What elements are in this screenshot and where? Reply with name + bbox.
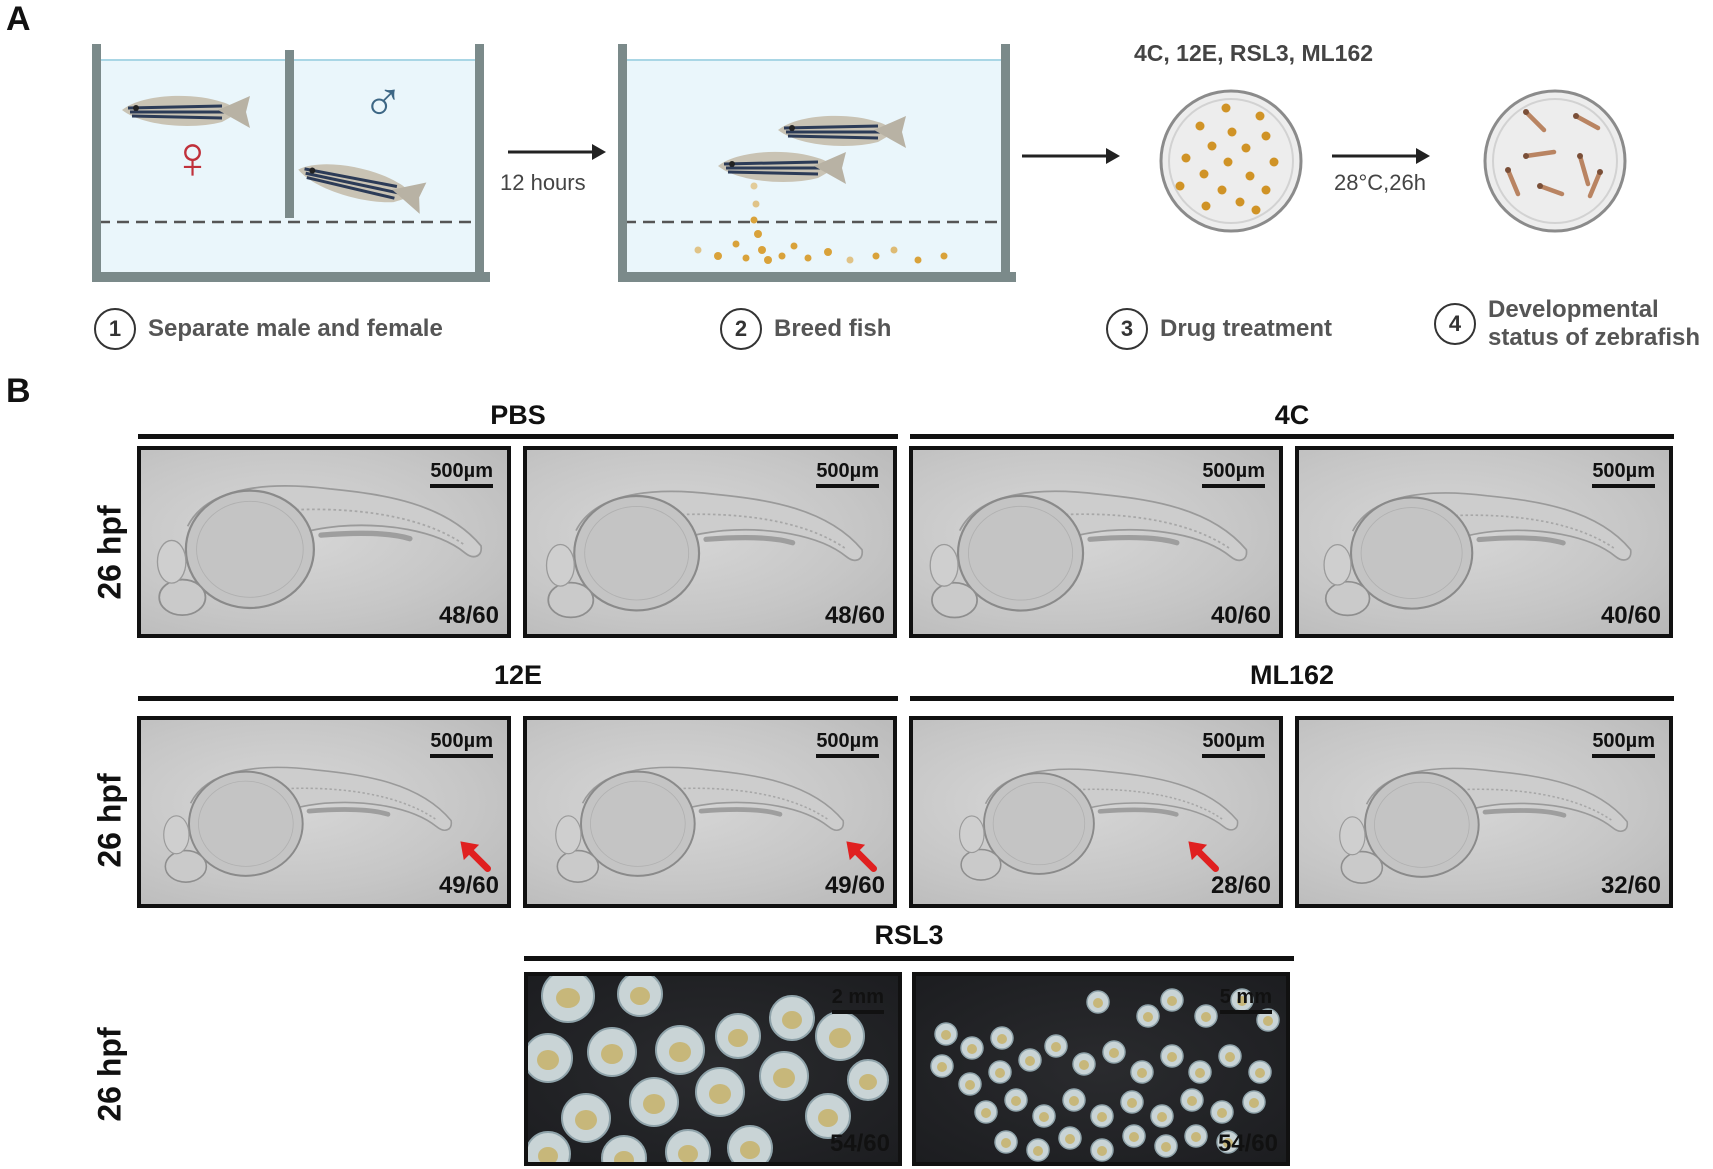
scale-bar: 500µm — [1592, 460, 1655, 488]
group-divider — [910, 696, 1674, 701]
petri-dish-eggs-illustration — [1159, 89, 1303, 233]
panel-b-label: B — [6, 372, 31, 410]
scale-label: 500µm — [816, 460, 879, 482]
scale-label: 500µm — [1202, 730, 1265, 752]
petri-dish-larvae-illustration — [1483, 89, 1627, 233]
group-divider — [910, 434, 1674, 439]
embryo-image-pbs-1: 500µm 48/60 — [137, 446, 511, 638]
group-title-pbs: PBS — [490, 400, 546, 430]
arrow-right-icon — [508, 144, 606, 160]
row-label: 26 hpf — [91, 773, 128, 868]
count-label: 54/60 — [829, 1130, 890, 1157]
row-label: 26 hpf — [91, 505, 128, 600]
step-label: Breed fish — [774, 315, 892, 342]
scale-bar: 2 mm — [831, 986, 884, 1014]
female-symbol-icon: ♀ — [170, 124, 215, 191]
step-4: 4 Developmental status of zebrafish — [1434, 296, 1713, 352]
scale-bar: 500µm — [1202, 730, 1265, 758]
scale-bar: 5 mm — [1219, 986, 1272, 1014]
row-label: 26 hpf — [91, 1027, 128, 1122]
scale-label: 500µm — [430, 460, 493, 482]
step-label: Separate male and female — [148, 315, 443, 342]
embryo-image-12e-2: 500µm 49/60 — [523, 716, 897, 908]
scale-label: 500µm — [1592, 730, 1655, 752]
arrow-right-icon — [1022, 148, 1120, 164]
count-label: 28/60 — [1210, 872, 1271, 899]
scale-label: 500µm — [430, 730, 493, 752]
scale-bar: 500µm — [430, 730, 493, 758]
embryo-image-ml162-2: 500µm 32/60 — [1295, 716, 1673, 908]
embryo-image-ml162-1: 500µm 28/60 — [909, 716, 1283, 908]
step-2: 2 Breed fish — [720, 308, 891, 350]
count-label: 49/60 — [438, 872, 499, 899]
scale-bar: 500µm — [430, 460, 493, 488]
embryo-image-pbs-2: 500µm 48/60 — [523, 446, 897, 638]
arrow-3-label: 28°C,26h — [1334, 170, 1426, 195]
group-title-ml162: ML162 — [1249, 660, 1335, 690]
count-label: 32/60 — [1600, 872, 1661, 899]
count-label: 48/60 — [438, 602, 499, 629]
embryo-image-4c-1: 500µm 40/60 — [909, 446, 1283, 638]
step-number: 3 — [1106, 308, 1148, 350]
step-1: 1 Separate male and female — [94, 308, 443, 350]
count-label: 40/60 — [1210, 602, 1271, 629]
eggs-image-rsl3-1: 2 mm 54/60 — [524, 972, 902, 1166]
group-title-12e: 12E — [493, 660, 543, 690]
panel-a-label: A — [6, 0, 31, 38]
embryo-image-4c-2: 500µm 40/60 — [1295, 446, 1673, 638]
step-3: 3 Drug treatment — [1106, 308, 1332, 350]
group-divider — [524, 956, 1294, 961]
group-title-rsl3: RSL3 — [874, 920, 944, 950]
arrow-right-icon — [1332, 148, 1430, 164]
scale-label: 500µm — [1592, 460, 1655, 482]
step-label: Drug treatment — [1160, 315, 1333, 342]
scale-label: 500µm — [1202, 460, 1265, 482]
red-arrow-icon — [843, 838, 877, 872]
count-label: 54/60 — [1217, 1130, 1278, 1157]
step-number: 2 — [720, 308, 762, 350]
tank-separated-illustration — [92, 44, 490, 282]
drugs-label: 4C, 12E, RSL3, ML162 — [1134, 40, 1374, 66]
arrow-1-label: 12 hours — [500, 170, 586, 195]
scale-bar: 500µm — [816, 730, 879, 758]
step-label: Developmental status of zebrafish — [1488, 296, 1701, 351]
red-arrow-icon — [1185, 838, 1219, 872]
count-label: 48/60 — [824, 602, 885, 629]
group-title-4c: 4C — [1274, 400, 1310, 430]
male-symbol-icon: ♂ — [362, 70, 404, 133]
group-divider — [138, 696, 898, 701]
embryo-image-12e-1: 500µm 49/60 — [137, 716, 511, 908]
step-number: 1 — [94, 308, 136, 350]
red-arrow-icon — [457, 838, 491, 872]
eggs-image-rsl3-2: 5 mm 54/60 — [912, 972, 1290, 1166]
scale-label: 2 mm — [831, 986, 884, 1008]
scale-bar: 500µm — [816, 460, 879, 488]
tank-breeding-illustration — [618, 44, 1016, 282]
count-label: 40/60 — [1600, 602, 1661, 629]
scale-label: 500µm — [816, 730, 879, 752]
count-label: 49/60 — [824, 872, 885, 899]
group-divider — [138, 434, 898, 439]
eggs-illustration — [528, 976, 889, 1162]
scale-bar: 500µm — [1202, 460, 1265, 488]
step-number: 4 — [1434, 303, 1476, 345]
eggs-illustration — [930, 988, 1280, 1162]
scale-bar: 500µm — [1592, 730, 1655, 758]
scale-label: 5 mm — [1219, 986, 1272, 1008]
